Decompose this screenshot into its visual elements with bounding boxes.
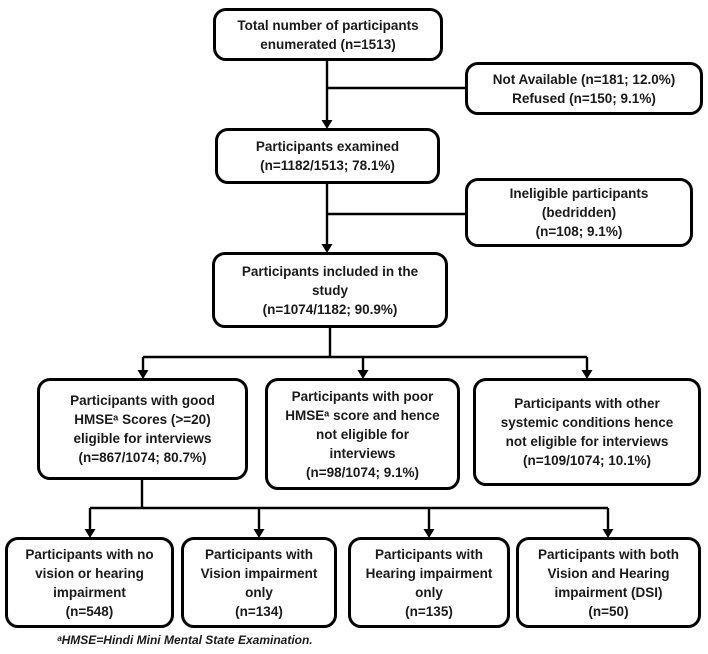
box-dual-impairment-text: Participants with both Vision and Hearin… bbox=[537, 546, 679, 619]
box-vision-only: Participants with Vision impairment only… bbox=[181, 537, 337, 628]
box-other-systemic-text: Participants with other systemic conditi… bbox=[500, 396, 674, 468]
box-included-text: Participants included in the study (n=10… bbox=[241, 263, 419, 317]
box-not-available-refused: Not Available (n=181; 12.0%) Refused (n=… bbox=[465, 62, 703, 115]
box-good-hmse: Participants with good HMSEᵃ Scores (>=2… bbox=[37, 378, 248, 480]
footnote: ᵃHMSE=Hindi Mini Mental State Examinatio… bbox=[57, 633, 313, 647]
box-examined: Participants examined (n=1182/1513; 78.1… bbox=[215, 128, 440, 184]
arrowheads bbox=[84, 120, 614, 538]
box-hearing-only-text: Participants with Hearing impairment onl… bbox=[365, 546, 493, 619]
box-examined-text: Participants examined (n=1182/1513; 78.1… bbox=[255, 139, 400, 173]
box-vision-only-text: Participants with Vision impairment only… bbox=[200, 546, 318, 619]
box-hearing-only: Participants with Hearing impairment onl… bbox=[348, 537, 510, 628]
box-poor-hmse-text: Participants with poor HMSEᵃ score and h… bbox=[285, 388, 440, 480]
box-not-available-refused-text: Not Available (n=181; 12.0%) Refused (n=… bbox=[492, 71, 676, 106]
box-no-impairment-text: Participants with no vision or hearing i… bbox=[25, 546, 154, 619]
box-ineligible-text: Ineligible participants (bedridden) (n=1… bbox=[509, 186, 649, 239]
box-ineligible: Ineligible participants (bedridden) (n=1… bbox=[465, 178, 693, 247]
box-poor-hmse: Participants with poor HMSEᵃ score and h… bbox=[265, 378, 460, 490]
box-no-impairment: Participants with no vision or hearing i… bbox=[5, 537, 174, 628]
box-total-enumerated: Total number of participants enumerated … bbox=[213, 8, 443, 61]
box-other-systemic: Participants with other systemic conditi… bbox=[473, 378, 701, 486]
box-good-hmse-text: Participants with good HMSEᵃ Scores (>=2… bbox=[70, 393, 215, 465]
box-dual-impairment: Participants with both Vision and Hearin… bbox=[516, 537, 701, 628]
box-included: Participants included in the study (n=10… bbox=[212, 252, 448, 328]
box-total-enumerated-text: Total number of participants enumerated … bbox=[237, 17, 419, 52]
